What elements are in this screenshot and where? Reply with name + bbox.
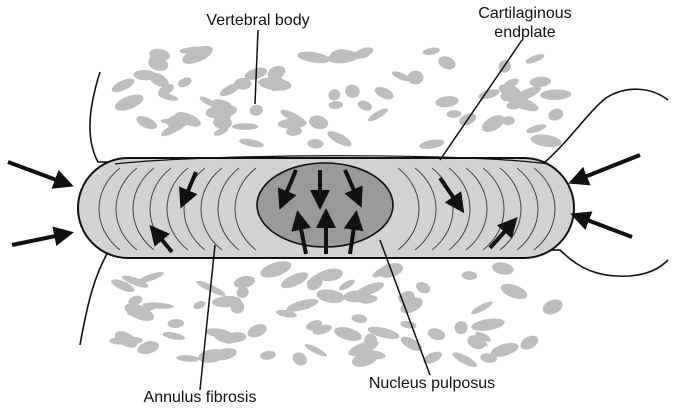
- bone-speckle: [327, 87, 342, 102]
- leader-annulus: [200, 245, 215, 390]
- bone-speckle: [436, 54, 457, 72]
- bone-speckle: [419, 138, 446, 151]
- bone-speckle: [162, 331, 186, 342]
- bone-speckle: [344, 84, 361, 100]
- bone-speckle: [422, 349, 444, 366]
- bone-speckle: [470, 299, 494, 316]
- bone-speckle: [407, 70, 424, 85]
- bone-speckle: [525, 52, 546, 65]
- bone-speckle: [176, 75, 193, 89]
- bone-speckle: [518, 333, 541, 353]
- bone-speckle: [137, 270, 165, 285]
- bone-speckle: [325, 128, 353, 149]
- bone-speckle: [400, 320, 417, 330]
- arrow-left-upper: [8, 162, 70, 185]
- bone-speckle: [238, 137, 264, 149]
- bone-speckle: [307, 139, 324, 149]
- bone-speckle: [422, 46, 440, 56]
- bone-speckle: [547, 107, 565, 123]
- bone-speckle: [530, 133, 562, 149]
- label-vertebral-body: Vertebral body: [206, 12, 309, 29]
- bone-speckle: [296, 50, 331, 65]
- bone-speckle: [461, 271, 477, 281]
- bone-speckle: [328, 101, 343, 110]
- label-cartilaginous-line2: endplate: [494, 24, 555, 41]
- bone-speckle: [260, 350, 277, 361]
- bone-speckle: [426, 326, 446, 342]
- bone-speckle: [529, 76, 551, 87]
- bone-speckle: [540, 297, 564, 318]
- bone-speckle: [333, 324, 364, 343]
- bone-speckle: [290, 350, 309, 368]
- bone-speckle: [109, 336, 143, 345]
- bone-speckle: [451, 350, 479, 370]
- bone-speckle: [506, 102, 520, 110]
- bone-speckle: [110, 76, 137, 95]
- bone-speckle: [176, 354, 199, 362]
- bone-speckle: [192, 300, 206, 311]
- bone-speckle: [540, 89, 572, 101]
- arrow-right-lower: [574, 215, 632, 237]
- bone-speckle: [446, 110, 461, 119]
- bone-speckle: [232, 123, 258, 130]
- bone-speckle: [167, 319, 184, 329]
- bone-speckle: [257, 76, 292, 93]
- leader-vertebral-body: [255, 30, 258, 104]
- bone-speckle: [453, 319, 470, 336]
- bone-speckle: [113, 91, 146, 114]
- label-annulus-fibrosis: Annulus fibrosis: [144, 389, 257, 406]
- upper-bone-speckles: [110, 42, 572, 150]
- bone-speckle: [399, 334, 424, 354]
- bone-speckle: [479, 112, 507, 136]
- bone-speckle: [135, 113, 159, 131]
- bone-speckle: [435, 95, 460, 109]
- bone-speckle: [525, 122, 547, 134]
- bone-speckle: [180, 42, 215, 67]
- bone-speckle: [414, 280, 432, 296]
- arrow-left-lower: [12, 233, 70, 245]
- bone-speckle: [351, 313, 368, 323]
- lower-bone-speckles: [109, 258, 565, 370]
- bone-speckle: [338, 278, 357, 293]
- leader-nucleus: [380, 240, 430, 375]
- bone-speckle: [308, 114, 330, 131]
- bone-speckle: [373, 84, 396, 102]
- bone-speckle: [356, 99, 373, 113]
- bone-speckle: [470, 316, 505, 333]
- arrow-right-upper: [572, 155, 640, 182]
- bone-speckle: [491, 261, 515, 277]
- label-cartilaginous-line1: Cartilaginous: [478, 5, 571, 22]
- bone-speckle: [303, 342, 328, 359]
- bone-speckle: [249, 104, 264, 117]
- bone-speckle: [246, 321, 269, 340]
- label-nucleus-pulposus: Nucleus pulposus: [369, 375, 495, 392]
